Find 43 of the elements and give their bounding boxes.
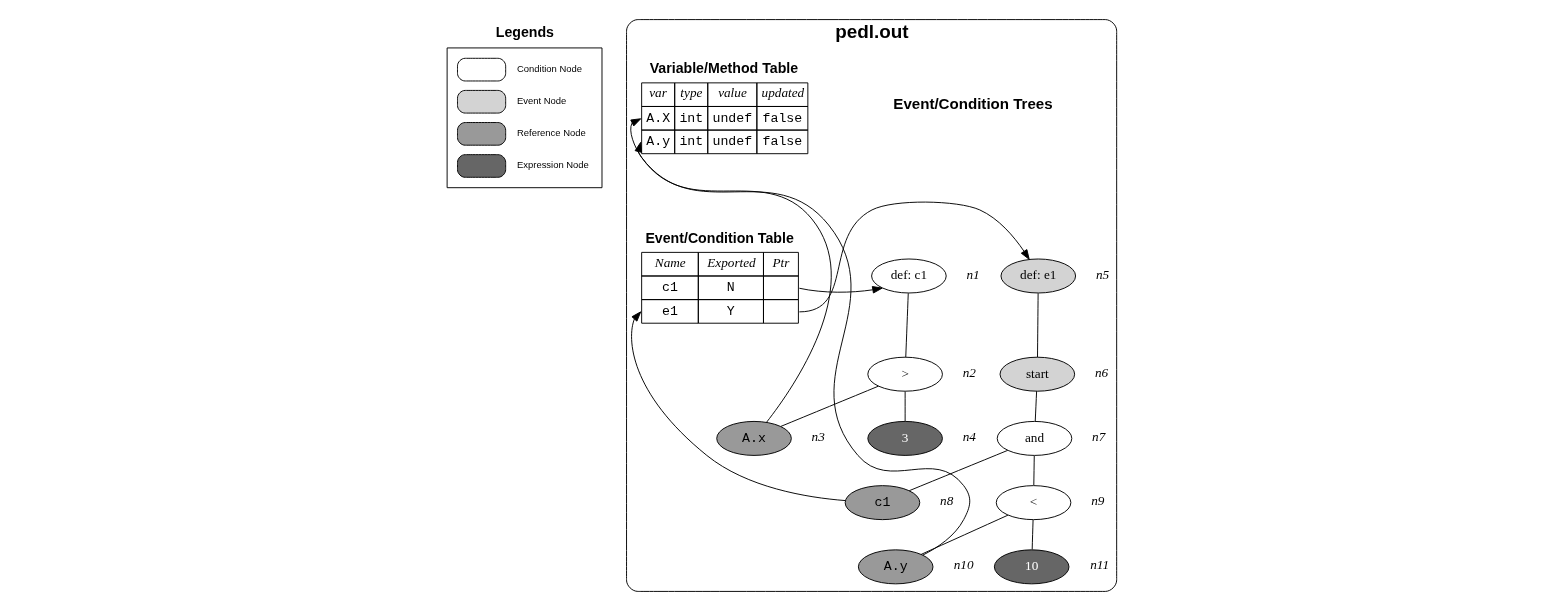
legend-label: Reference Node (516, 127, 586, 139)
node-ellipse: def: e1 (1000, 258, 1076, 294)
node-label: Variable/Method Table (649, 60, 798, 77)
connector (1031, 519, 1034, 550)
node-label: n2 (962, 364, 976, 380)
arrow (798, 286, 883, 294)
node-label: n11 (1089, 557, 1109, 573)
connector (920, 514, 1008, 555)
node-label: n3 (811, 428, 825, 444)
node-label: Event/Condition Table (644, 229, 794, 246)
node-ellipse: 10 (993, 549, 1069, 585)
node-ellipse: > (866, 356, 943, 392)
node-label: n6 (1094, 364, 1108, 380)
connector (779, 385, 879, 427)
arrow (798, 201, 1030, 313)
arrow (634, 141, 970, 556)
node-ellipse: c1 (844, 485, 920, 521)
arrow (629, 118, 832, 423)
legend-label: Expression Node (516, 159, 589, 171)
node-ellipse: 3 (866, 420, 943, 456)
node-ellipse: A.y (857, 549, 933, 585)
node-label: n7 (1091, 428, 1105, 444)
connector (1032, 455, 1035, 486)
connector (1036, 292, 1039, 358)
node-label: n8 (939, 493, 953, 509)
node-ellipse: and (996, 420, 1072, 456)
node-ellipse: < (995, 485, 1071, 521)
node-label: n1 (966, 266, 980, 282)
node-label: n10 (953, 557, 974, 573)
legend-label: Condition Node (516, 63, 582, 74)
connector (1034, 390, 1037, 422)
connector (908, 449, 1008, 492)
label: Legends (495, 23, 554, 40)
connector (904, 292, 909, 358)
node-label: n9 (1090, 493, 1104, 509)
node-label: n5 (1095, 266, 1109, 282)
node-ellipse: A.x (715, 420, 792, 456)
node-ellipse: start (999, 356, 1075, 392)
connector (904, 391, 906, 422)
node-label: n4 (962, 428, 976, 444)
arrow (630, 311, 846, 502)
legend-label: Event Node (516, 95, 566, 107)
label: Event/Condition Trees (892, 95, 1053, 113)
